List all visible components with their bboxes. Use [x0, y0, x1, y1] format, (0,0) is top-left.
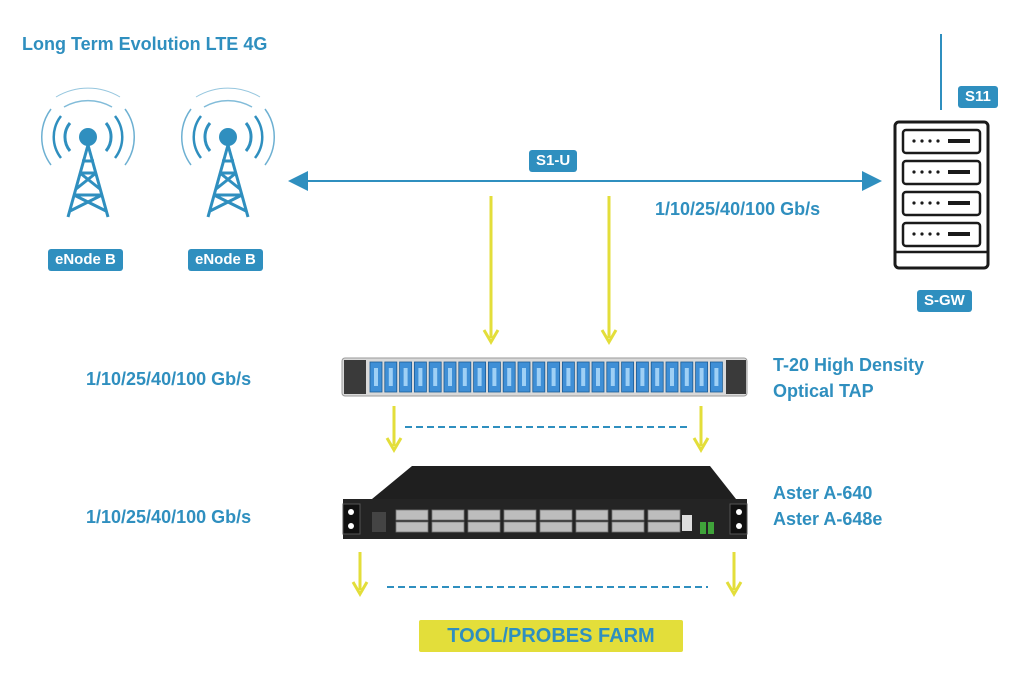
aster-port: [575, 521, 609, 533]
tool-probes-farm-label: TOOL/PROBES FARM: [419, 620, 683, 652]
aster-port: [647, 509, 681, 521]
enodeb-tower-icon-2: [180, 86, 276, 219]
aster-port: [503, 509, 537, 521]
aster-port: [503, 521, 537, 533]
tap-port-slot: [507, 368, 512, 386]
optical-tap-device: [341, 357, 748, 397]
tap-port-slot: [551, 368, 556, 386]
aster-port: [431, 521, 465, 533]
enodeb-label-2: eNode B: [188, 249, 263, 271]
sgw-server-icon: [893, 120, 990, 270]
enodeb-label-1: eNode B: [48, 249, 123, 271]
aster-label-line-2: Aster A-648e: [773, 509, 883, 529]
tap-device-label: T-20 High Density Optical TAP: [773, 352, 924, 404]
tap-port-slot: [522, 368, 526, 386]
tap-port-slot: [655, 368, 660, 386]
enodeb-tower-icon-1: [40, 86, 136, 219]
s11-label: S11: [958, 86, 998, 108]
aster-packet-broker-device: [342, 466, 748, 539]
tap-port-slot: [566, 368, 571, 386]
aster-port: [539, 521, 573, 533]
aster-port: [467, 509, 501, 521]
tap-port-slot: [462, 368, 467, 386]
tap-port-slot: [699, 368, 704, 386]
s1u-label: S1-U: [529, 150, 578, 172]
aster-port: [431, 509, 465, 521]
tap-port-slot: [640, 368, 645, 386]
aster-port: [467, 521, 501, 533]
tap-port-slot: [596, 368, 600, 386]
aster-port: [395, 509, 429, 521]
aster-device-label: Aster A-640 Aster A-648e: [773, 480, 882, 532]
tap-port-slot: [403, 368, 408, 386]
aster-port-group: [395, 509, 681, 533]
tap-port-slot: [374, 368, 378, 386]
aster-label-line-1: Aster A-640: [773, 483, 873, 503]
tap-speed-label: 1/10/25/40/100 Gb/s: [86, 369, 252, 389]
tap-label-line-2: Optical TAP: [773, 381, 874, 401]
tap-port-slot: [670, 368, 674, 386]
aster-port: [611, 509, 645, 521]
tap-port-slot: [448, 368, 452, 386]
diagram-title: Long Term Evolution LTE 4G: [22, 34, 268, 54]
tap-port-slot: [684, 368, 689, 386]
tap-port-slot: [714, 368, 719, 386]
aster-port: [395, 521, 429, 533]
tap-port-slot: [418, 368, 423, 386]
tap-label-line-1: T-20 High Density: [773, 355, 925, 375]
aster-port: [539, 509, 573, 521]
aster-port: [611, 521, 645, 533]
aster-port: [647, 521, 681, 533]
tap-feed-arrows: [482, 196, 618, 345]
farm-feed-arrows: [351, 552, 743, 597]
tap-port-slot: [625, 368, 630, 386]
link-speed-label: 1/10/25/40/100 Gb/s: [655, 199, 821, 219]
tap-port-slot: [388, 368, 393, 386]
tap-port-slot: [536, 368, 541, 386]
tap-port-group: [369, 361, 723, 393]
aster-port: [575, 509, 609, 521]
aster-feed-arrows: [385, 406, 710, 453]
tap-port-slot: [492, 368, 497, 386]
tap-port-slot: [477, 368, 482, 386]
tap-port-slot: [610, 368, 615, 386]
tap-port-slot: [581, 368, 586, 386]
sgw-label: S-GW: [917, 290, 972, 312]
tap-port-slot: [433, 368, 438, 386]
aster-speed-label: 1/10/25/40/100 Gb/s: [86, 507, 252, 527]
